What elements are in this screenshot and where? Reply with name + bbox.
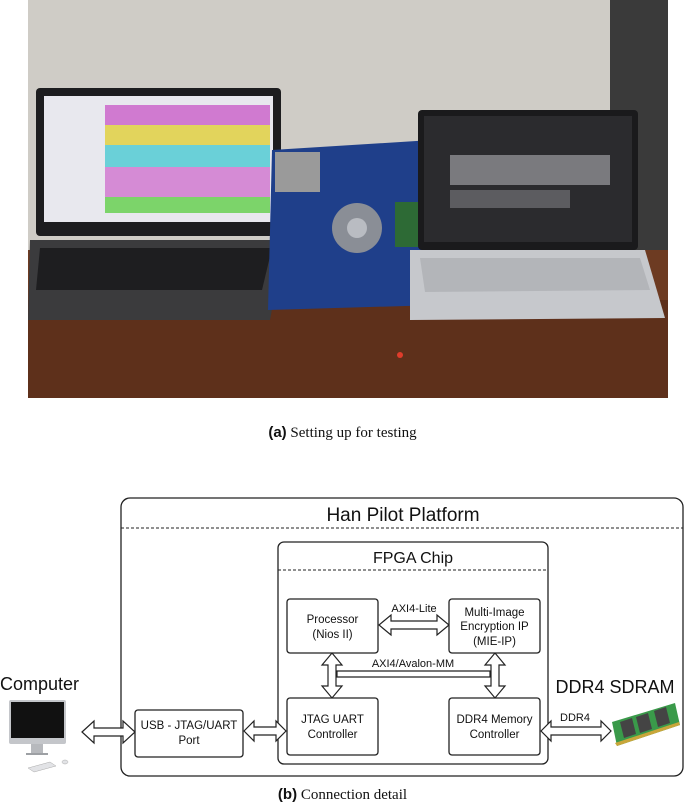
left-laptop [28, 88, 285, 320]
caption-a-label: (a) [268, 424, 287, 441]
caption-a: (a) Setting up for testing [0, 424, 685, 442]
axi4-lite-arrow [378, 613, 450, 637]
svg-text:JTAG UART: JTAG UART [301, 714, 364, 726]
platform-title: Han Pilot Platform [326, 505, 479, 526]
computer-icon [9, 700, 69, 773]
computer-usb-arrow [81, 719, 136, 745]
svg-text:(MIE-IP): (MIE-IP) [473, 636, 516, 648]
svg-text:(Nios II): (Nios II) [312, 629, 352, 641]
test-setup-photo [28, 0, 668, 398]
fpga-box [277, 541, 549, 765]
svg-text:Processor: Processor [307, 614, 359, 626]
ddr4-link-label: DDR4 [560, 712, 590, 724]
ddr4-arrow [540, 719, 612, 743]
computer-label: Computer [0, 674, 79, 694]
fpga-title: FPGA Chip [373, 550, 453, 567]
caption-b-text: Connection detail [300, 787, 408, 803]
caption-b: (b) Connection detail [0, 786, 685, 804]
processor-jtag-arrow [320, 652, 344, 699]
ddr4-controller-block: DDR4 Memory Controller [448, 697, 541, 756]
platform-box [120, 497, 684, 777]
svg-text:Port: Port [178, 735, 200, 747]
svg-text:USB - JTAG/UART: USB - JTAG/UART [141, 720, 238, 732]
svg-text:Controller: Controller [308, 729, 358, 741]
jtag-uart-block: JTAG UART Controller [286, 697, 379, 756]
svg-text:DDR4 Memory: DDR4 Memory [456, 714, 532, 726]
caption-b-label: (b) [277, 786, 298, 803]
ddr4-ram-icon [612, 703, 680, 746]
processor-block: Processor (Nios II) [286, 598, 379, 654]
mie-ip-block: Multi-Image Encryption IP (MIE-IP) [448, 598, 541, 654]
right-laptop [410, 110, 665, 320]
usb-port-block: USB - JTAG/UART Port [134, 709, 244, 758]
svg-text:Controller: Controller [470, 729, 520, 741]
axi4-avalon-bus [336, 670, 491, 678]
caption-a-text: Setting up for testing [290, 425, 417, 441]
sdram-label: DDR4 SDRAM [555, 677, 674, 697]
axi4-avalon-label: AXI4/Avalon-MM [372, 658, 454, 670]
mie-ddr4-arrow [483, 652, 507, 699]
axi4-lite-label: AXI4-Lite [391, 603, 436, 615]
usb-jtag-arrow [243, 719, 287, 743]
svg-text:Multi-Image: Multi-Image [464, 607, 524, 619]
fpga-board [268, 140, 440, 310]
svg-text:Encryption IP: Encryption IP [460, 621, 529, 633]
